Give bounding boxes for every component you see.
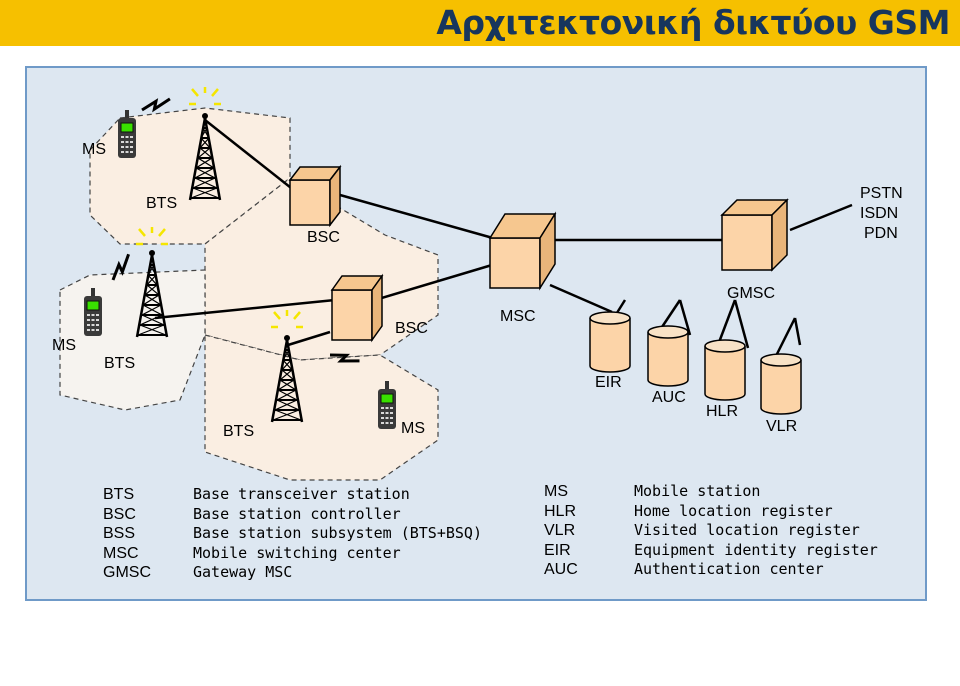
gmsc-box [720,198,789,272]
label-hlr: HLR [706,403,738,420]
title-band [0,0,960,46]
signal-spark-icon [187,85,223,106]
label-bts-left: BTS [104,355,135,372]
label-eir: EIR [595,374,622,391]
label-ms-bottom: MS [401,420,425,437]
label-gmsc: GMSC [727,285,775,302]
auc-database-icon [647,325,689,387]
label-bts-top: BTS [146,195,177,212]
bsc-mid-box [330,273,384,343]
label-pdn: PDN [864,225,898,242]
label-pstn: PSTN [860,185,903,202]
lightning-top-icon [139,95,173,115]
page-title: Αρχιτεκτονική δικτύου GSM [436,3,950,42]
hlr-database-icon [704,339,746,401]
label-bsc-mid: BSC [395,320,428,337]
eir-database-icon [589,311,631,373]
msc-box [488,211,557,291]
links [154,119,853,359]
label-bsc-top: BSC [307,229,340,246]
label-ms-left: MS [52,337,76,354]
label-ms-top: MS [82,141,106,158]
label-bts-bottom: BTS [223,423,254,440]
label-msc: MSC [500,308,536,325]
label-vlr: VLR [766,418,797,435]
label-isdn: ISDN [860,205,898,222]
label-auc: AUC [652,389,686,406]
vlr-database-icon [760,353,802,415]
bsc-top-box [288,164,342,228]
